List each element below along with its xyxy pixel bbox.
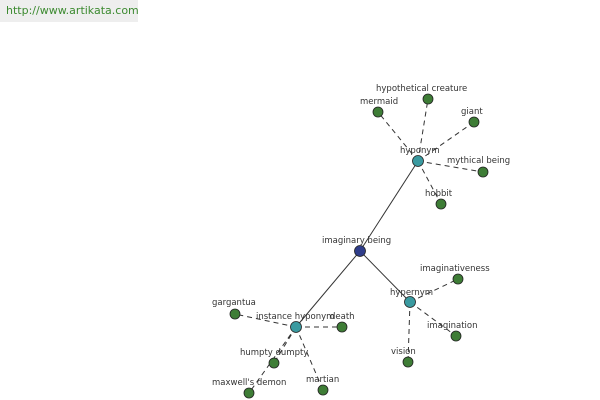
node-death[interactable] bbox=[336, 321, 348, 333]
edges-layer bbox=[234, 98, 484, 394]
edge-hyponym-to-mermaid bbox=[377, 111, 419, 162]
node-instance-hyponym[interactable] bbox=[290, 321, 302, 333]
label-giant[interactable]: giant bbox=[461, 107, 483, 117]
nodes-layer bbox=[229, 93, 489, 399]
labels-layer: imaginary being hyponym hypernym instance h… bbox=[212, 84, 510, 388]
node-gargantua[interactable] bbox=[229, 308, 241, 320]
label-humpty-dumpty[interactable]: humpty dumpty bbox=[240, 348, 308, 358]
label-hypothetical-creature[interactable]: hypothetical creature bbox=[376, 84, 467, 94]
node-hypothetical-creature[interactable] bbox=[422, 93, 434, 105]
edge-imaginary-being-to-hyponym bbox=[359, 160, 419, 252]
label-martian[interactable]: martian bbox=[306, 375, 339, 385]
label-imaginary-being[interactable]: imaginary being bbox=[322, 236, 391, 246]
node-vision[interactable] bbox=[402, 356, 414, 368]
edge-instance-hyponym-to-humpty-dumpty bbox=[273, 326, 297, 364]
label-death[interactable]: death bbox=[330, 312, 355, 322]
edge-hyponym-to-hobbit bbox=[417, 160, 442, 205]
label-imaginativeness[interactable]: imaginativeness bbox=[420, 264, 490, 274]
node-imaginary-being[interactable] bbox=[354, 245, 366, 257]
edge-hyponym-to-giant bbox=[417, 121, 475, 162]
label-instance-hyponym[interactable]: instance hyponym bbox=[256, 312, 334, 322]
label-maxwells-demon[interactable]: maxwell's demon bbox=[212, 378, 286, 388]
edge-instance-hyponym-to-martian bbox=[295, 326, 324, 391]
edge-instance-hyponym-to-gargantua bbox=[234, 313, 297, 328]
label-imagination[interactable]: imagination bbox=[427, 321, 478, 331]
node-hobbit[interactable] bbox=[435, 198, 447, 210]
node-giant[interactable] bbox=[468, 116, 480, 128]
node-hyponym[interactable] bbox=[412, 155, 424, 167]
node-humpty-dumpty[interactable] bbox=[268, 357, 280, 369]
node-mermaid[interactable] bbox=[372, 106, 384, 118]
edge-imaginary-being-to-instance-hyponym bbox=[295, 250, 361, 328]
site-url-link[interactable]: http://www.artikata.com bbox=[6, 4, 139, 17]
edge-hyponym-to-hypothetical-creature bbox=[417, 98, 429, 162]
label-vision[interactable]: vision bbox=[391, 347, 416, 357]
edge-hypernym-to-vision bbox=[407, 301, 411, 363]
edge-imaginary-being-to-hypernym bbox=[359, 250, 411, 303]
label-mythical-being[interactable]: mythical being bbox=[447, 156, 510, 166]
url-bar: http://www.artikata.com bbox=[0, 0, 139, 22]
node-mythical-being[interactable] bbox=[477, 166, 489, 178]
label-mermaid[interactable]: mermaid bbox=[360, 97, 398, 107]
node-maxwells-demon[interactable] bbox=[243, 387, 255, 399]
edge-hyponym-to-mythical-being bbox=[417, 160, 484, 173]
node-martian[interactable] bbox=[317, 384, 329, 396]
node-imaginativeness[interactable] bbox=[452, 273, 464, 285]
node-hypernym[interactable] bbox=[404, 296, 416, 308]
label-hobbit[interactable]: hobbit bbox=[425, 189, 453, 199]
label-gargantua[interactable]: gargantua bbox=[212, 298, 256, 308]
node-imagination[interactable] bbox=[450, 330, 462, 342]
edge-hypernym-to-imagination bbox=[409, 301, 457, 337]
label-hypernym[interactable]: hypernym bbox=[390, 288, 433, 298]
label-hyponym[interactable]: hyponym bbox=[400, 146, 440, 156]
